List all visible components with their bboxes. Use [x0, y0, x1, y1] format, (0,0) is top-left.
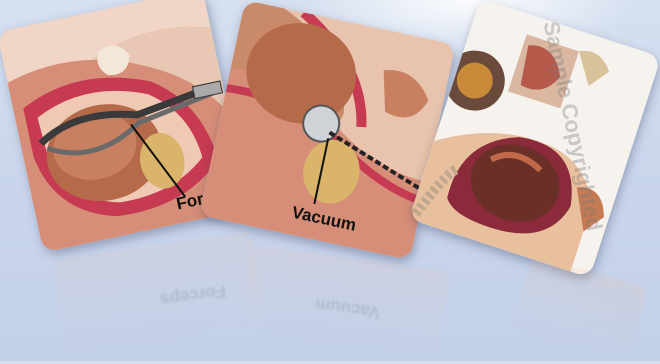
- cesarean-reflection: [520, 270, 640, 350]
- forceps-reflection: Forceps: [60, 245, 260, 345]
- vacuum-reflection: Vacuum: [245, 258, 445, 348]
